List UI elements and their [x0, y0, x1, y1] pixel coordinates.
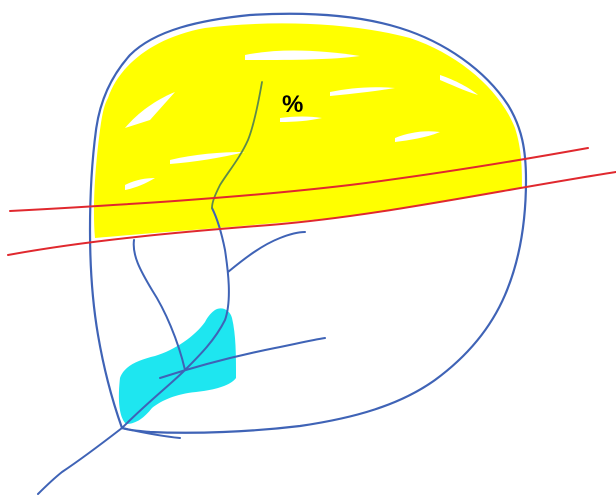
percent-label: % — [282, 91, 303, 118]
cyan-region — [119, 308, 236, 424]
branch-root — [38, 428, 122, 494]
branch-right-upper — [228, 232, 305, 272]
